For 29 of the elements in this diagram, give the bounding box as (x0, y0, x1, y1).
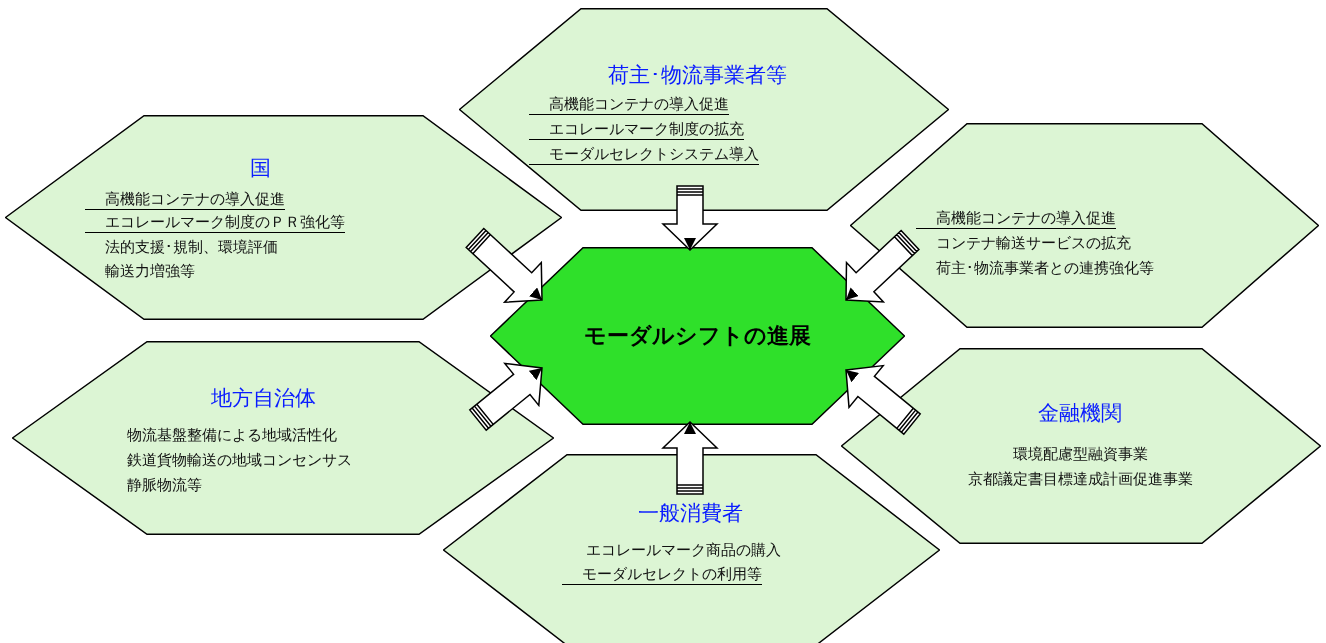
list-item: 鉄道貨物輸送の地域コンセンサス (127, 450, 352, 470)
underlined-item: 高機能コンテナの導入促進 (529, 94, 729, 115)
heading: 荷主･物流事業者等 (607, 62, 787, 88)
heading: 一般消費者 (637, 500, 743, 526)
list-item: コンテナ輸送サービスの拡充 (936, 233, 1131, 253)
underlined-item: エコレールマーク制度のＰＲ強化等 (85, 212, 345, 233)
underlined-item: エコレールマーク制度の拡充 (529, 119, 744, 140)
list-item: 環境配慮型融資事業 (1012, 444, 1148, 464)
list-item: 京都議定書目標達成計画促進事業 (967, 469, 1193, 489)
underlined-item: モーダルセレクトの利用等 (562, 564, 762, 585)
list-item: 静脈物流等 (127, 475, 202, 495)
underlined-item: モーダルセレクトシステム導入 (529, 144, 759, 165)
list-item: エコレールマーク商品の購入 (586, 540, 781, 560)
block-arrow (465, 227, 543, 304)
underlined-item: 高機能コンテナの導入促進 (916, 208, 1116, 229)
list-item: 荷主･物流事業者との連携強化等 (936, 258, 1154, 278)
center-title: モーダルシフトの進展 (583, 322, 811, 350)
list-item: 物流基盤整備による地域活性化 (127, 425, 337, 445)
heading: 地方自治体 (210, 385, 316, 411)
block-arrow (662, 421, 719, 495)
list-item: 輸送力増強等 (105, 261, 195, 281)
list-item: 法的支援･規制、環境評価 (105, 237, 278, 257)
block-arrow (468, 362, 543, 432)
heading: 国 (249, 155, 271, 181)
block-arrow (845, 229, 920, 303)
block-arrow (661, 185, 718, 251)
underlined-item: 高機能コンテナの導入促進 (85, 189, 285, 210)
block-arrow (845, 364, 922, 436)
heading: 金融機関 (1038, 400, 1122, 426)
